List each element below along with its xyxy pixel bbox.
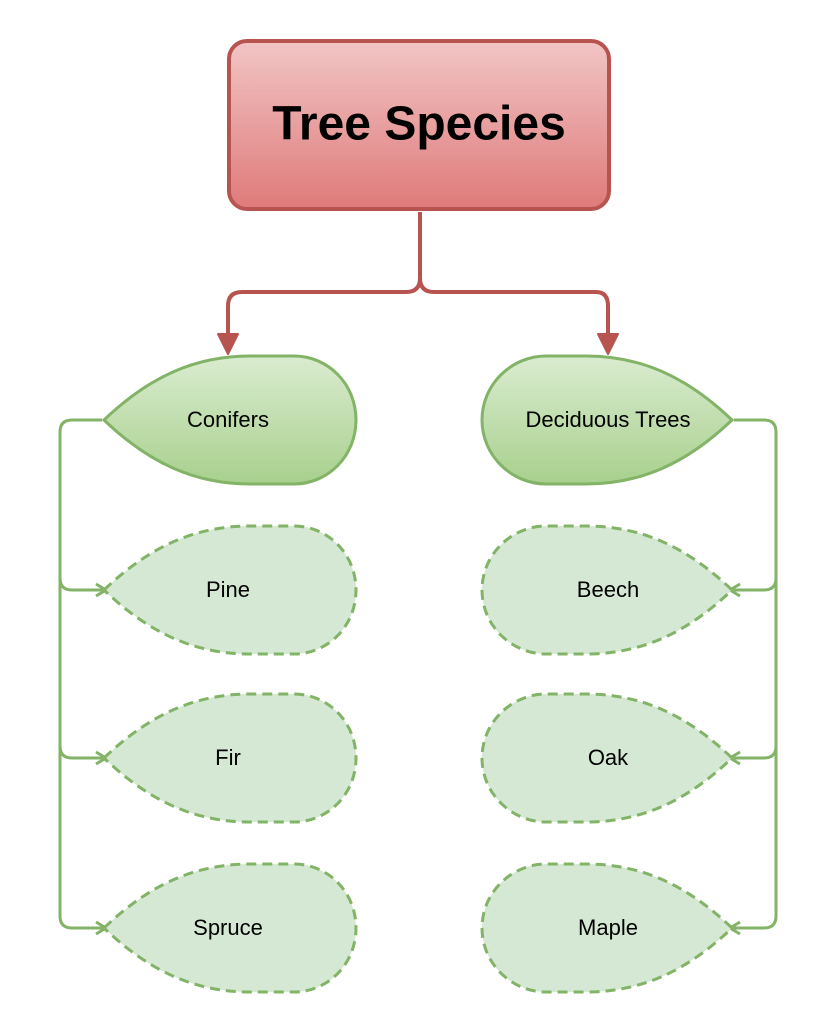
category-label-deciduous: Deciduous Trees <box>525 407 690 432</box>
deciduous-connectors <box>727 418 778 936</box>
connector-to-pine <box>58 577 102 592</box>
category-label-conifers: Conifers <box>187 407 269 432</box>
leaf-label-oak: Oak <box>588 745 629 770</box>
connector-to-beech <box>734 577 778 592</box>
category-node-conifers[interactable]: Conifers <box>101 354 358 486</box>
leaf-node-oak[interactable]: Oak <box>480 692 735 824</box>
leaf-node-beech[interactable]: Beech <box>480 524 735 656</box>
root-node[interactable]: Tree Species <box>227 39 611 211</box>
leaf-label-maple: Maple <box>578 915 638 940</box>
root-title: Tree Species <box>272 98 566 151</box>
leaf-node-fir[interactable]: Fir <box>101 692 358 824</box>
conifers-connectors <box>58 418 109 936</box>
leaf-node-maple[interactable]: Maple <box>480 862 735 994</box>
category-node-deciduous[interactable]: Deciduous Trees <box>480 354 735 486</box>
leaf-label-beech: Beech <box>577 577 639 602</box>
connector-root-trunk <box>226 212 422 338</box>
connector-to-oak <box>734 745 778 760</box>
connector-root-right <box>418 277 610 338</box>
arrowhead-deciduous <box>597 333 619 355</box>
leaf-node-pine[interactable]: Pine <box>101 524 358 656</box>
leaf-label-spruce: Spruce <box>193 915 263 940</box>
deciduous-bracket <box>734 418 778 930</box>
arrowhead-conifers <box>217 333 239 355</box>
conifers-bracket <box>58 418 102 930</box>
connector-to-fir <box>58 745 102 760</box>
leaf-label-fir: Fir <box>215 745 241 770</box>
root-connectors <box>217 212 619 355</box>
leaf-label-pine: Pine <box>206 577 250 602</box>
leaf-node-spruce[interactable]: Spruce <box>101 862 358 994</box>
